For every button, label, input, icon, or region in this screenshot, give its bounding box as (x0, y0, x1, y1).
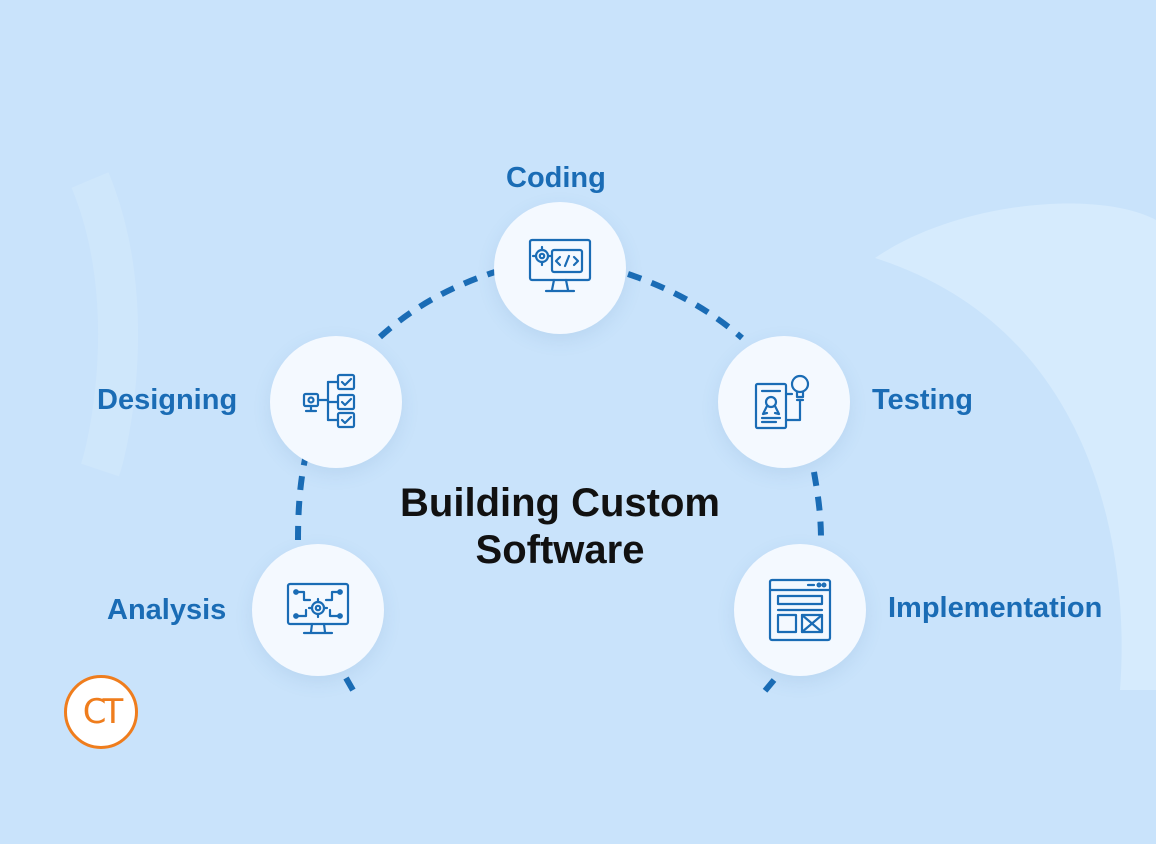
arc-segment-analysis-tail (343, 676, 357, 694)
stage-testing (718, 336, 850, 468)
arc-segment-testing-implementation (811, 471, 824, 541)
brand-logo-text: CT (82, 692, 123, 732)
flowchart-checklist-icon (302, 373, 356, 429)
monitor-gear-circuit-icon (286, 582, 350, 635)
stage-label-analysis: Analysis (107, 594, 227, 626)
stage-analysis (252, 544, 384, 676)
stage-label-implementation: Implementation (888, 592, 1103, 624)
monitor-code-icon (528, 238, 592, 293)
stage-coding (494, 202, 626, 334)
diagram-title: Building Custom Software (350, 480, 770, 574)
stage-label-coding: Coding (506, 162, 606, 194)
stage-implementation (734, 544, 866, 676)
arc-segment-analysis-designing (295, 454, 309, 541)
stage-designing (270, 336, 402, 468)
diagram-title-line1: Building Custom (400, 481, 720, 525)
stage-label-testing: Testing (872, 384, 973, 416)
diagram-title-line2: Software (475, 528, 645, 572)
arc-segment-designing-coding (377, 269, 496, 340)
brand-logo: CT (64, 675, 138, 749)
stage-label-designing: Designing (97, 384, 238, 416)
arc-segment-coding-testing (627, 271, 744, 341)
certificate-lightbulb-icon (754, 374, 810, 430)
arc-segment-implementation-tail (761, 678, 777, 694)
browser-window-icon (768, 578, 832, 642)
